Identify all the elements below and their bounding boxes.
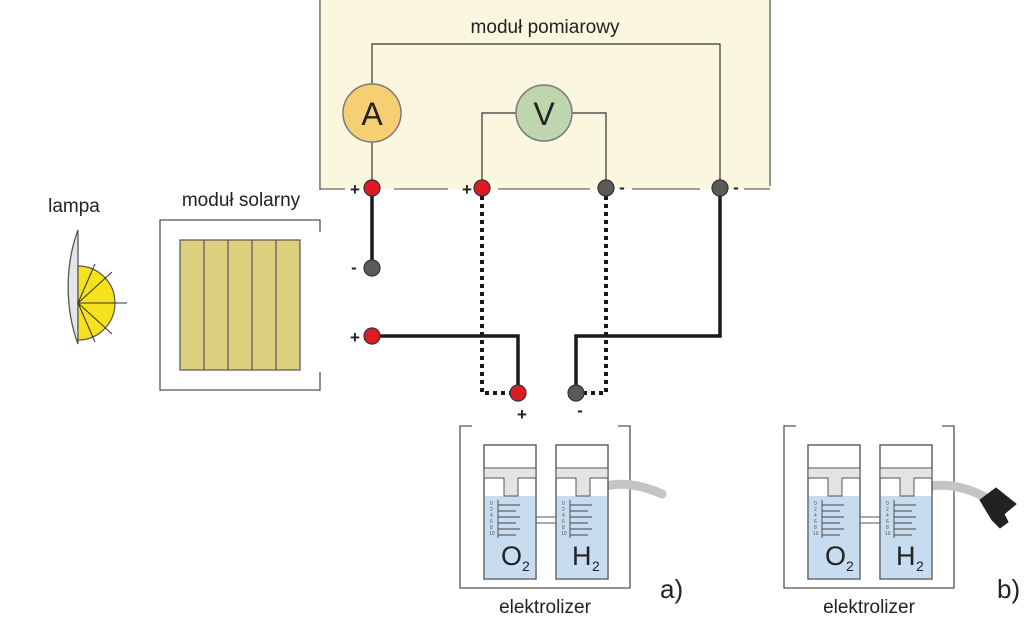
scale-tick-label: 10 <box>489 531 495 537</box>
hydrogen-subscript: 2 <box>916 558 924 574</box>
terminal-solar-plus <box>363 327 381 345</box>
oxygen-label: O <box>501 541 522 571</box>
lamp-label: lampa <box>48 196 100 217</box>
oxygen-label: O <box>825 541 846 571</box>
terminals <box>363 179 729 402</box>
terminal-solar-minus <box>363 259 381 277</box>
oxygen-subscript: 2 <box>522 558 530 574</box>
terminal-ammeter-minus <box>711 179 729 197</box>
terminal-electrolyzer-plus <box>509 384 527 402</box>
oxygen-subscript: 2 <box>846 558 854 574</box>
sign-plus: + <box>462 180 472 199</box>
terminal-voltmeter-minus <box>597 179 615 197</box>
scale-tick-label: 2 <box>490 507 493 513</box>
wiring <box>370 188 722 393</box>
hydrogen-subscript: 2 <box>592 558 600 574</box>
solar-module: moduł solarny <box>159 190 321 391</box>
electrolyzer-a: 0 2 4 6 8 10 0 2 4 6 8 10 O 2 H 2 elektr… <box>459 425 683 618</box>
electrolyzer-b-label: elektrolizer <box>823 597 916 618</box>
scale-tick-label: 8 <box>886 525 889 531</box>
scale-tick-label: 6 <box>490 519 493 525</box>
terminal-electrolyzer-minus <box>567 384 585 402</box>
lamp: lampa <box>48 196 127 345</box>
ammeter: A <box>342 83 402 143</box>
sign-plus: + <box>517 405 527 424</box>
terminal-ammeter-plus <box>363 179 381 197</box>
polarity-signs: + + - - - + + - <box>350 178 739 424</box>
scale-tick-label: 6 <box>562 519 565 525</box>
scale-tick-label: 6 <box>814 519 817 525</box>
voltmeter-symbol: V <box>533 96 555 132</box>
scale-tick-label: 8 <box>814 525 817 531</box>
sign-minus: - <box>733 178 739 197</box>
scale-tick-label: 2 <box>562 507 565 513</box>
scale-tick-label: 6 <box>886 519 889 525</box>
sign-minus: - <box>577 401 583 420</box>
hydrogen-label: H <box>896 541 916 571</box>
scale-tick-label: 10 <box>885 531 891 537</box>
sign-minus: - <box>619 178 625 197</box>
scale-tick-label: 4 <box>814 513 817 519</box>
scale-tick-label: 4 <box>886 513 889 519</box>
scale-tick-label: 10 <box>813 531 819 537</box>
ammeter-symbol: A <box>361 96 383 132</box>
sign-minus: - <box>351 258 357 277</box>
stopper-icon <box>979 487 1017 529</box>
scale-tick-label: 4 <box>490 513 493 519</box>
electrolyzer-b: 0 2 4 6 8 10 0 2 4 6 8 10 O 2 H 2 elektr… <box>783 425 1020 618</box>
scale-tick-label: 10 <box>561 531 567 537</box>
light-rays-icon <box>77 263 127 343</box>
scale-tick-label: 0 <box>814 501 817 507</box>
variant-a-label: a) <box>660 574 683 604</box>
electrolyzer-a-label: elektrolizer <box>499 597 592 618</box>
scale-tick-label: 0 <box>562 501 565 507</box>
measurement-module-label: moduł pomiarowy <box>471 17 620 38</box>
dotted-wiring <box>480 188 608 395</box>
scale-tick-label: 8 <box>490 525 493 531</box>
scale-tick-label: 0 <box>886 501 889 507</box>
variant-b-label: b) <box>997 574 1020 604</box>
sign-plus: + <box>350 180 360 199</box>
scale-tick-label: 2 <box>814 507 817 513</box>
solar-module-label: moduł solarny <box>182 190 301 211</box>
terminal-voltmeter-plus <box>473 179 491 197</box>
voltmeter: V <box>515 84 573 142</box>
scale-tick-label: 0 <box>490 501 493 507</box>
hydrogen-label: H <box>572 541 592 571</box>
scale-tick-label: 4 <box>562 513 565 519</box>
sign-plus: + <box>350 328 360 347</box>
scale-tick-label: 2 <box>886 507 889 513</box>
scale-tick-label: 8 <box>562 525 565 531</box>
